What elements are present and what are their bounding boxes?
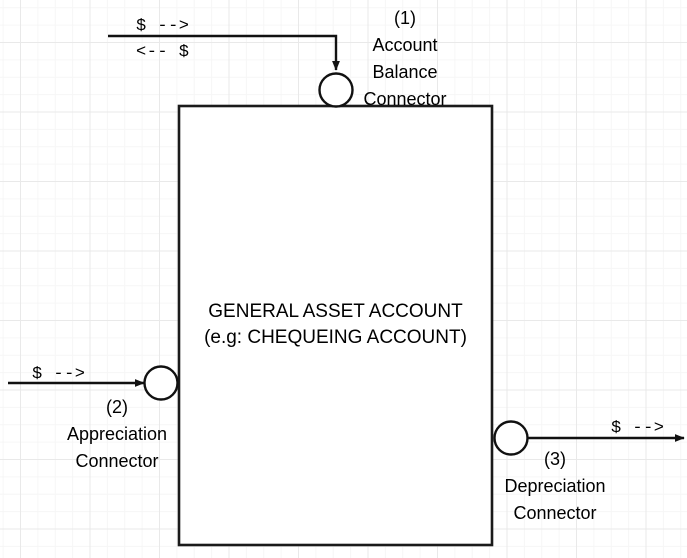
account-balance-connector-node[interactable] [318, 72, 354, 108]
connector-3-line1: Depreciation [504, 476, 606, 496]
appreciation-connector-node[interactable] [143, 365, 179, 401]
box-title-line1: GENERAL ASSET ACCOUNT [208, 301, 463, 322]
connector-1-line3: Connector [363, 89, 447, 109]
box-title-line2: (e.g: CHEQUEING ACCOUNT) [204, 327, 467, 348]
flow-label-top-in: <-- $ [136, 43, 190, 62]
connector-3-number: (3) [544, 449, 566, 469]
general-asset-account-box[interactable] [177, 104, 494, 547]
connector-2-line1: Appreciation [66, 424, 168, 444]
depreciation-connector-label: (3) Depreciation Connector [455, 446, 655, 527]
appreciation-connector-label: (2) Appreciation Connector [17, 394, 217, 475]
connector-3-line2: Connector [513, 503, 597, 523]
connector-2-number: (2) [106, 397, 128, 417]
connector-1-line2: Balance [372, 62, 438, 82]
connector-1-number: (1) [394, 8, 416, 28]
flow-label-right-out: $ --> [611, 419, 665, 438]
account-balance-connector-label: (1) Account Balance Connector [305, 5, 505, 113]
general-asset-account-title: GENERAL ASSET ACCOUNT (e.g: CHEQUEING AC… [179, 299, 492, 351]
connector-1-line1: Account [372, 35, 438, 55]
account-balance-flow-line [108, 34, 340, 71]
flow-label-top-out: $ --> [136, 17, 190, 36]
connector-2-line2: Connector [75, 451, 159, 471]
flow-label-left-in: $ --> [32, 365, 86, 384]
